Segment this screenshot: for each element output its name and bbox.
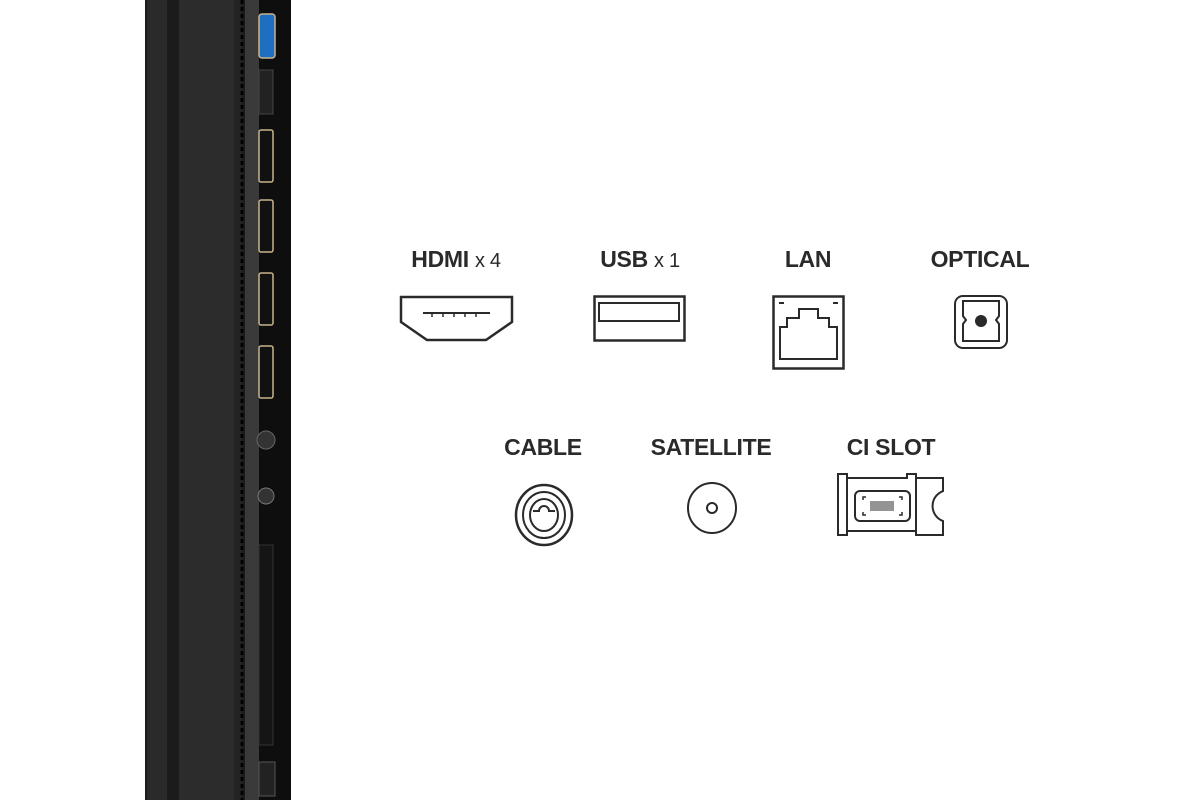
usb-label: USB x 1 — [600, 246, 680, 272]
cable-icon — [514, 483, 574, 547]
usb-port — [258, 13, 276, 59]
hdmi-ports — [258, 129, 274, 399]
usb-icon — [593, 295, 686, 342]
optical-icon — [954, 295, 1008, 349]
ci-slot-icon — [837, 473, 944, 536]
satellite-port — [257, 487, 275, 505]
cable-label: CABLE — [504, 434, 582, 460]
hdmi-label: HDMI x 4 — [411, 246, 501, 272]
ci-slot-label: CI SLOT — [846, 434, 936, 460]
satellite-icon — [687, 482, 737, 534]
lan-label: LAN — [784, 246, 832, 272]
lan-icon — [772, 295, 845, 370]
optical-label: OPTICAL — [930, 246, 1030, 272]
tv-side-panel — [145, 0, 291, 800]
ci-slot-port — [258, 544, 274, 746]
satellite-label: SATELLITE — [650, 434, 772, 460]
cable-port — [256, 430, 276, 450]
optical-port — [258, 69, 274, 115]
hdmi-icon — [399, 295, 514, 342]
lan-port — [258, 761, 276, 797]
